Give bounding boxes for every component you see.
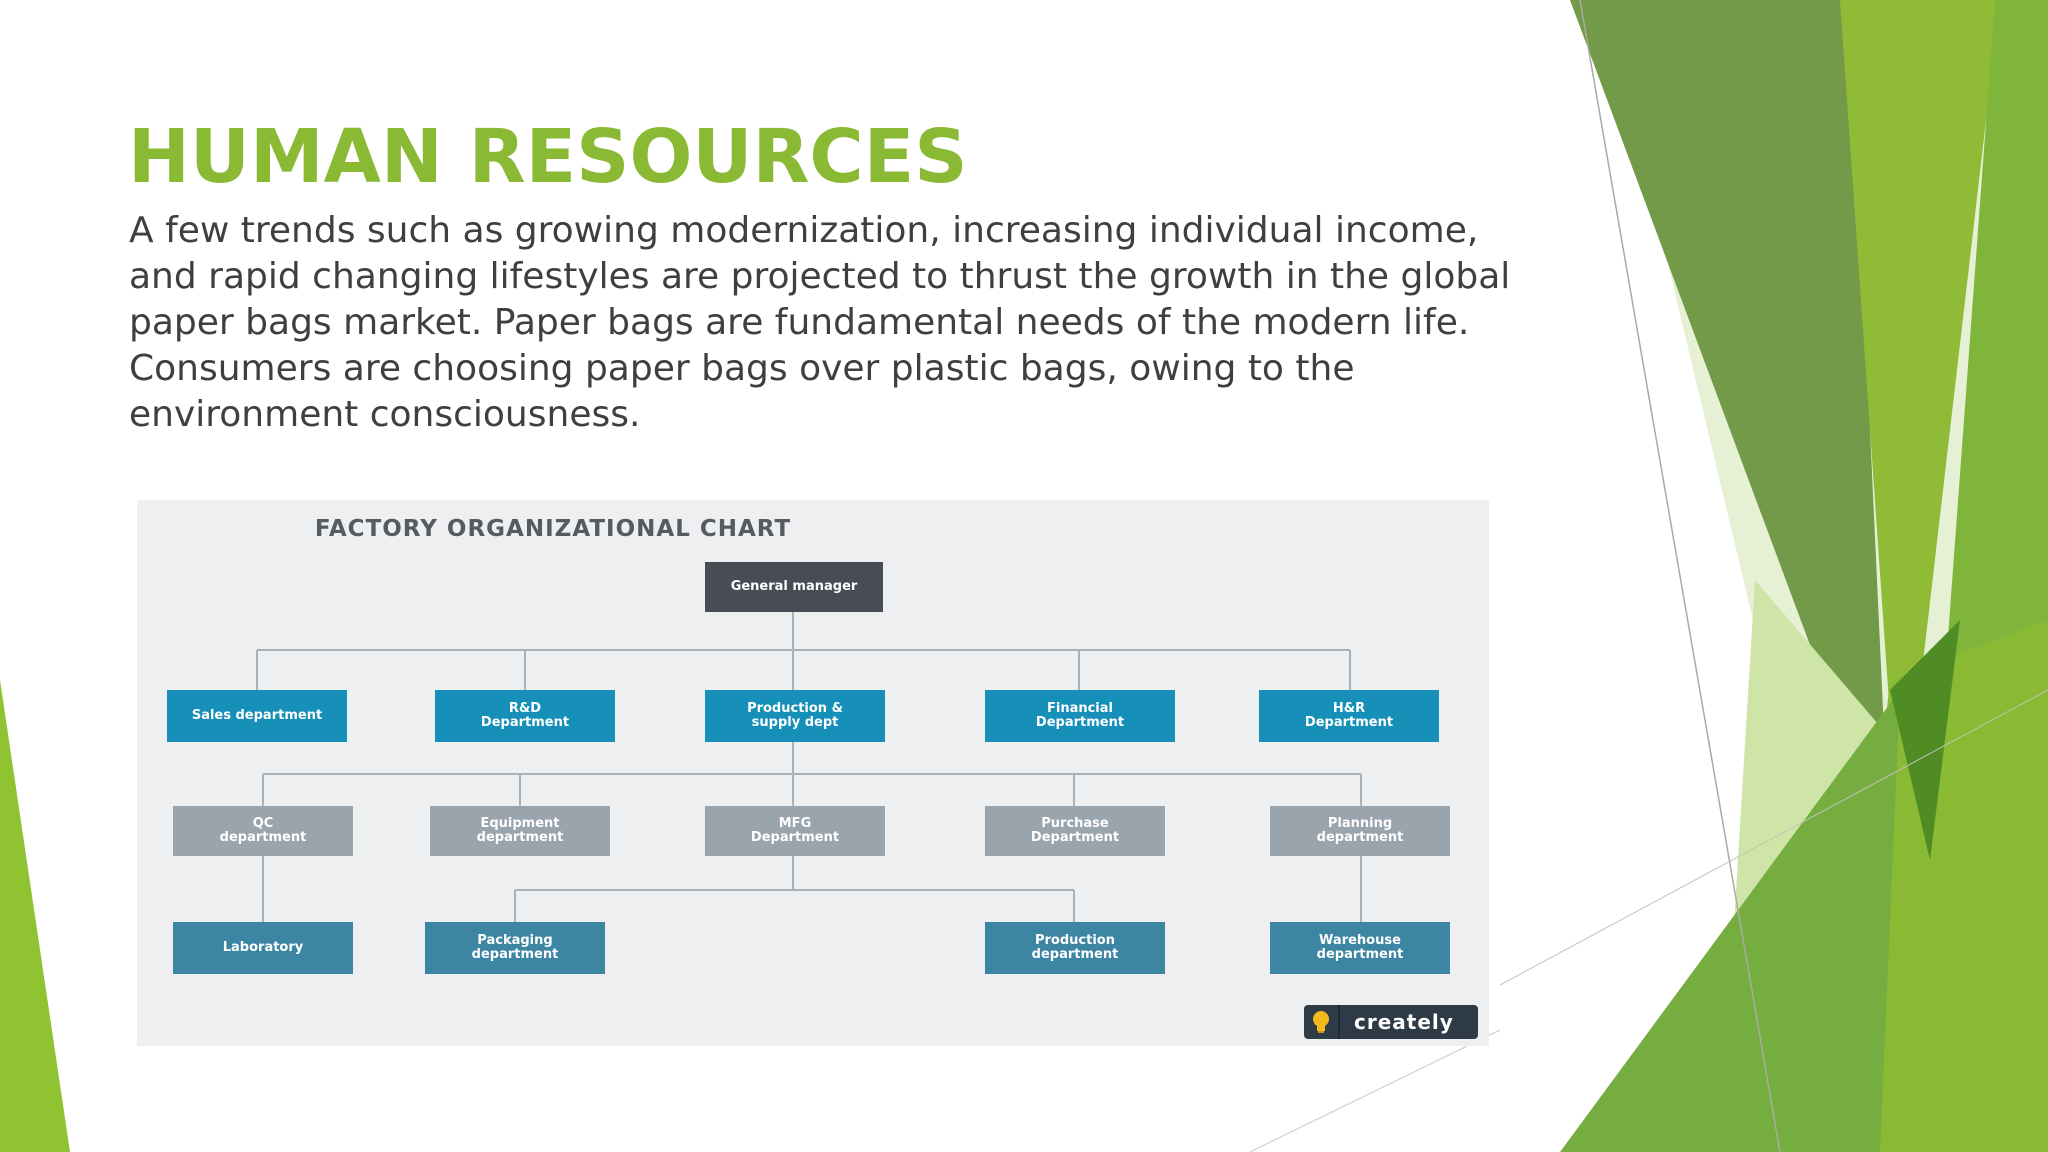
node-equipment-department: Equipment department: [430, 806, 610, 856]
right-green-shard-mid: [1840, 0, 2000, 860]
node-production-supply: Production & supply dept: [705, 690, 885, 742]
right-deep-shard: [1890, 620, 1960, 860]
slide-title: HUMAN RESOURCES: [128, 114, 968, 200]
org-chart-image: FACTORY ORGANIZATIONAL CHART Gene: [137, 500, 1489, 1046]
node-packaging-department: Packaging department: [425, 922, 605, 974]
creately-wordmark: creately: [1354, 1010, 1454, 1034]
lightbulb-icon: [1304, 1005, 1340, 1039]
org-chart-title: FACTORY ORGANIZATIONAL CHART: [314, 516, 792, 542]
right-forest-shard: [1560, 690, 1900, 1152]
node-production-department: Production department: [985, 922, 1165, 974]
thin-line-2: [1499, 689, 2048, 986]
node-qc-department: QC department: [173, 806, 353, 856]
slide-body-text: A few trends such as growing modernizati…: [129, 210, 1511, 435]
node-financial-department: Financial Department: [985, 690, 1175, 742]
thin-line-3: [1249, 1029, 1501, 1152]
left-green-shard: [0, 680, 70, 1152]
node-sales-department: Sales department: [167, 690, 347, 742]
node-hr-department: H&R Department: [1259, 690, 1439, 742]
node-planning-department: Planning department: [1270, 806, 1450, 856]
node-laboratory: Laboratory: [173, 922, 353, 974]
node-rd-department: R&D Department: [435, 690, 615, 742]
creately-logo: creately: [1304, 1005, 1478, 1039]
node-mfg-department: MFG Department: [705, 806, 885, 856]
org-chart-connectors: [256, 612, 1362, 922]
node-warehouse-department: Warehouse department: [1270, 922, 1450, 974]
node-purchase-department: Purchase Department: [985, 806, 1165, 856]
node-general-manager: General manager: [705, 562, 883, 612]
thin-line-1: [1579, 0, 1781, 1152]
